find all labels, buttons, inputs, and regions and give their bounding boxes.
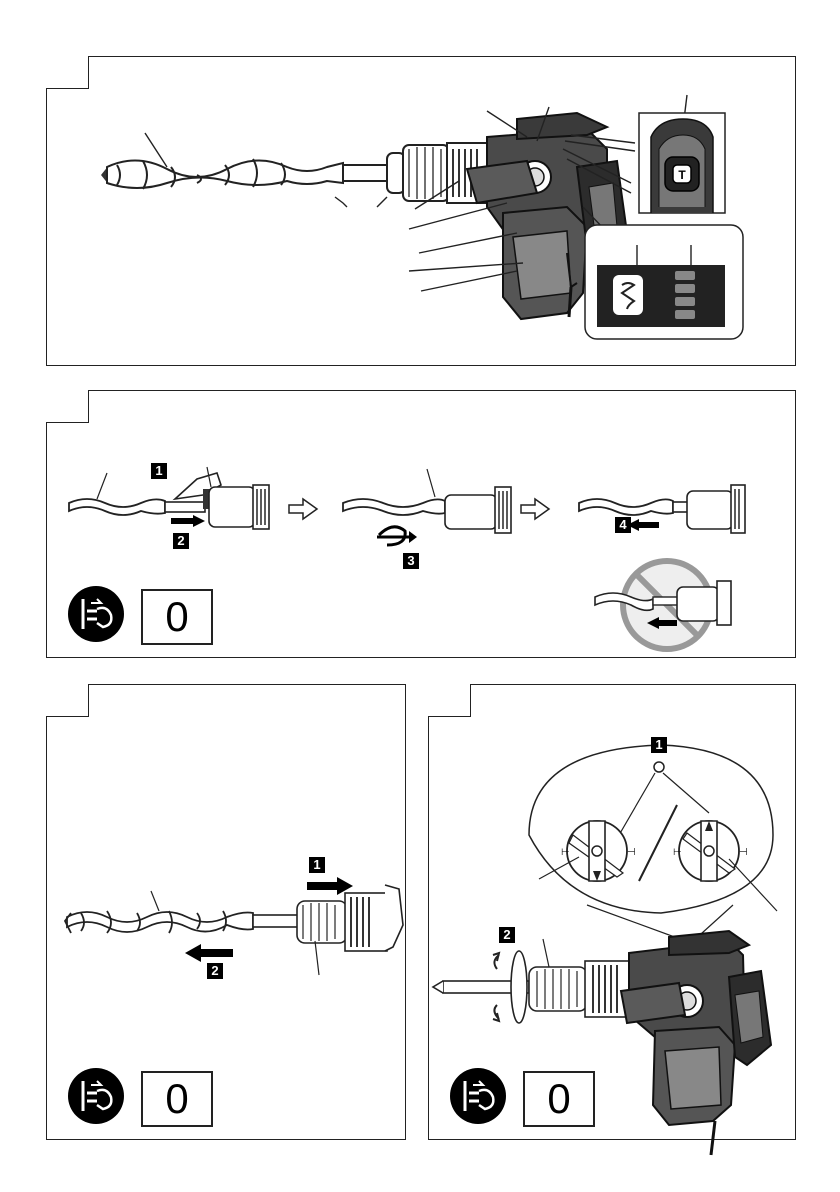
step-badge-3: 3 xyxy=(403,553,419,569)
unplug-icon xyxy=(449,1067,507,1125)
prohibited-icon xyxy=(595,561,731,649)
mode-zero-box: 0 xyxy=(141,1071,213,1127)
drill-bit xyxy=(101,159,387,189)
mode-display-inset xyxy=(585,225,743,339)
figure-panel-bit-installation: 1 2 3 4 0 xyxy=(46,390,796,658)
step-badge-1: 1 xyxy=(309,857,325,873)
figure-panel-bit-removal: 1 2 0 xyxy=(46,684,406,1140)
stage-rotate-insert xyxy=(343,469,511,545)
svg-text:⊢: ⊢ xyxy=(561,847,570,858)
unplug-icon xyxy=(67,585,125,643)
step-badge-2: 2 xyxy=(499,927,515,943)
mode-zero-box: 0 xyxy=(141,589,213,645)
unplug-icon xyxy=(67,1067,125,1125)
svg-text:⊣: ⊣ xyxy=(627,847,636,858)
hollow-right-arrow-icon xyxy=(289,499,317,519)
stage-apply-grease xyxy=(69,467,269,529)
stage-pull-check xyxy=(579,485,745,533)
figure-panel-tool-overview: T xyxy=(46,56,796,366)
trigger-lock-inset: T xyxy=(639,113,725,213)
step-badge-1: 1 xyxy=(151,463,167,479)
hollow-right-arrow-icon-2 xyxy=(521,499,549,519)
svg-text:⊣: ⊣ xyxy=(739,847,748,858)
step-badge-4: 4 xyxy=(615,517,631,533)
figure-panel-chisel-position: ⊢ ⊣ ⊢ ⊣ 1 xyxy=(428,684,796,1140)
step-badge-2: 2 xyxy=(173,533,189,549)
tool-overview-drawing: T xyxy=(47,57,795,365)
step-badge-2: 2 xyxy=(207,963,223,979)
svg-text:⊢: ⊢ xyxy=(673,847,682,858)
mode-zero-box: 0 xyxy=(523,1071,595,1127)
svg-text:T: T xyxy=(678,168,686,182)
step-badge-1: 1 xyxy=(651,737,667,753)
